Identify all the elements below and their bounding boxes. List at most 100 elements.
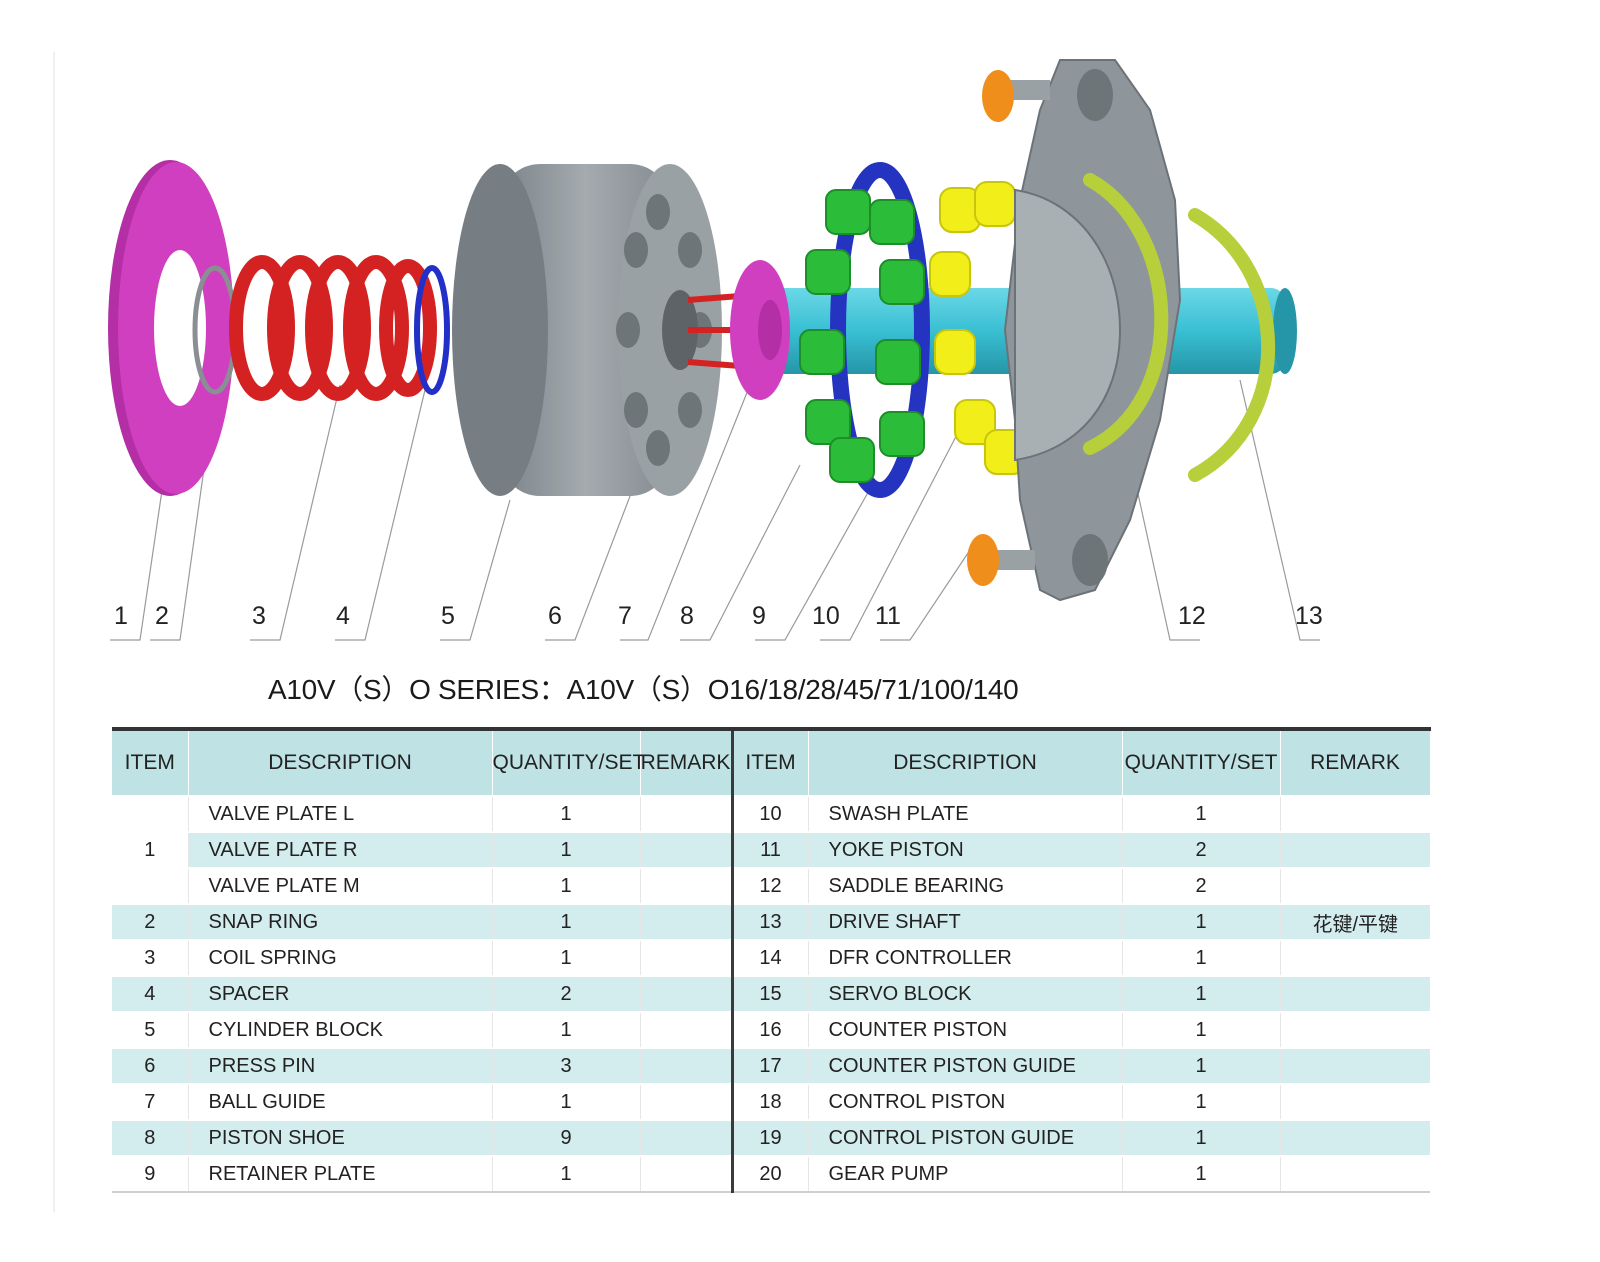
quantity-cell: 2	[492, 975, 641, 1012]
quantity-cell: 1	[1122, 975, 1281, 1012]
piston-shoe-part	[799, 189, 925, 483]
description-cell: RETAINER PLATE	[188, 1155, 493, 1193]
item-cell: 7	[112, 1083, 189, 1120]
quantity-cell: 1	[1122, 939, 1281, 976]
header-remark: REMARK	[640, 729, 734, 796]
header-description: DESCRIPTION	[188, 729, 493, 796]
quantity-cell: 9	[492, 1119, 641, 1156]
description-cell: CONTROL PISTON GUIDE	[808, 1119, 1123, 1156]
quantity-cell: 1	[1122, 903, 1281, 940]
description-cell: COUNTER PISTON	[808, 1011, 1123, 1048]
ball-guide-part	[730, 260, 790, 400]
quantity-cell: 1	[492, 1083, 641, 1120]
item-cell: 12	[732, 867, 809, 904]
description-cell: BALL GUIDE	[188, 1083, 493, 1120]
description-cell: SADDLE BEARING	[808, 867, 1123, 904]
description-cell: GEAR PUMP	[808, 1155, 1123, 1193]
quantity-cell: 2	[1122, 831, 1281, 868]
yoke-piston-part	[967, 70, 1050, 586]
item-cell: 18	[732, 1083, 809, 1120]
remark-cell	[1280, 1083, 1430, 1120]
remark-cell	[640, 1083, 734, 1120]
quantity-cell: 1	[492, 939, 641, 976]
remark-cell	[640, 1119, 734, 1156]
quantity-cell: 1	[1122, 1083, 1281, 1120]
description-cell: COIL SPRING	[188, 939, 493, 976]
parts-table: ITEM DESCRIPTION QUANTITY/SET REMARK ITE…	[112, 727, 1431, 1193]
quantity-cell: 3	[492, 1047, 641, 1084]
piston-part	[929, 181, 1026, 475]
callout-11: 11	[875, 602, 901, 630]
callout-3: 3	[252, 602, 266, 630]
exploded-parts-diagram: 1 2 3 4 5 6 7 8 9 10 11 12 13	[108, 59, 1323, 641]
description-cell: COUNTER PISTON GUIDE	[808, 1047, 1123, 1084]
remark-cell	[640, 1047, 734, 1084]
description-cell: PRESS PIN	[188, 1047, 493, 1084]
item-cell: 11	[732, 831, 809, 868]
quantity-cell: 1	[492, 903, 641, 940]
remark-cell	[1280, 867, 1430, 904]
remark-cell	[640, 939, 734, 976]
remark-cell: 花键/平键	[1280, 903, 1430, 940]
quantity-cell: 1	[492, 1155, 641, 1193]
remark-cell	[1280, 975, 1430, 1012]
item-cell: 9	[112, 1155, 189, 1193]
remark-cell	[640, 1011, 734, 1048]
quantity-cell: 1	[492, 867, 641, 904]
description-cell: DFR CONTROLLER	[808, 939, 1123, 976]
saddle-bearing-part	[1083, 173, 1276, 482]
callout-5: 5	[441, 602, 455, 630]
quantity-cell: 1	[1122, 795, 1281, 832]
remark-cell	[640, 1155, 734, 1193]
item-cell: 4	[112, 975, 189, 1012]
header-quantity: QUANTITY/SET	[1122, 729, 1281, 796]
description-cell: CONTROL PISTON	[808, 1083, 1123, 1120]
remark-cell	[1280, 939, 1430, 976]
item-cell: 5	[112, 1011, 189, 1048]
callout-labels: 1 2 3 4 5 6 7 8 9 10 11 12 13	[114, 602, 1323, 630]
table-header-row: ITEM DESCRIPTION QUANTITY/SET REMARK ITE…	[112, 729, 1431, 796]
remark-cell	[1280, 831, 1430, 868]
quantity-cell: 1	[1122, 1155, 1281, 1193]
callout-10: 10	[812, 602, 840, 630]
description-cell: SWASH PLATE	[808, 795, 1123, 832]
remark-cell	[640, 867, 734, 904]
item-cell: 19	[732, 1119, 809, 1156]
description-cell: VALVE PLATE L	[188, 795, 493, 832]
remark-cell	[640, 975, 734, 1012]
left-border-line	[53, 52, 55, 1212]
remark-cell	[1280, 795, 1430, 832]
swash-plate-part	[1003, 59, 1182, 602]
callout-2: 2	[155, 602, 169, 630]
description-cell: SPACER	[188, 975, 493, 1012]
item-cell: 2	[112, 903, 189, 940]
quantity-cell: 1	[492, 1011, 641, 1048]
valve-plate-part	[108, 160, 234, 496]
quantity-cell: 1	[1122, 1011, 1281, 1048]
callout-1: 1	[114, 602, 128, 630]
item-cell: 15	[732, 975, 809, 1012]
description-cell: PISTON SHOE	[188, 1119, 493, 1156]
quantity-cell: 1	[1122, 1119, 1281, 1156]
item-cell: 3	[112, 939, 189, 976]
header-description: DESCRIPTION	[808, 729, 1123, 796]
item-cell: 10	[732, 795, 809, 832]
header-item: ITEM	[112, 729, 189, 796]
item-cell: 14	[732, 939, 809, 976]
item-cell: 20	[732, 1155, 809, 1193]
quantity-cell: 1	[492, 831, 641, 868]
description-cell: SERVO BLOCK	[808, 975, 1123, 1012]
remark-cell	[640, 795, 734, 832]
remark-cell	[640, 831, 734, 868]
callout-6: 6	[548, 602, 562, 630]
